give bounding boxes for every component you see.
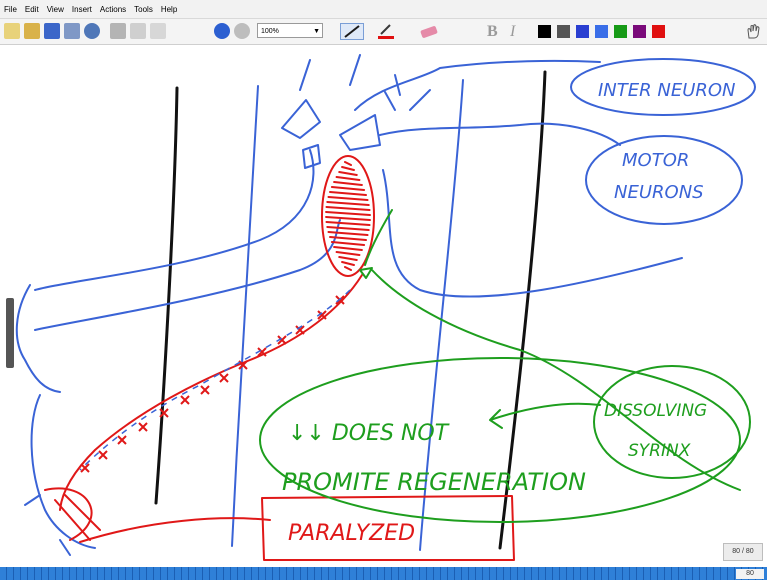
menu-file[interactable]: File	[4, 4, 17, 14]
side-panel-handle[interactable]	[6, 298, 14, 368]
copy-icon[interactable]	[130, 23, 146, 39]
eraser-icon	[420, 26, 438, 38]
open-icon[interactable]	[24, 23, 40, 39]
label-neurons: NEURONS	[614, 182, 704, 203]
color-swatch[interactable]	[538, 25, 551, 38]
italic-button[interactable]: I	[510, 23, 516, 40]
print-icon[interactable]	[64, 23, 80, 39]
x-mark	[295, 325, 305, 335]
x-mark	[317, 310, 327, 320]
color-swatch[interactable]	[652, 25, 665, 38]
scissors-icon[interactable]	[110, 23, 126, 39]
page-indicator: 80 / 80	[723, 543, 763, 561]
x-mark	[138, 422, 148, 432]
x-mark	[200, 385, 210, 395]
x-mark	[159, 408, 169, 418]
bottom-scrollbar[interactable]	[0, 567, 767, 580]
label-inter-neuron: INTER NEURON	[598, 80, 736, 101]
black-line	[154, 86, 179, 505]
x-mark	[238, 360, 248, 370]
x-mark	[180, 395, 190, 405]
menu-insert[interactable]: Insert	[71, 4, 92, 14]
color-swatch[interactable]	[576, 25, 589, 38]
bold-button[interactable]: B	[487, 23, 498, 40]
red-drawing	[44, 155, 515, 561]
pen-icon	[344, 25, 360, 38]
menu-bar: File Edit View Insert Actions Tools Help	[0, 0, 767, 19]
menu-view[interactable]: View	[46, 4, 64, 14]
menu-help[interactable]: Help	[160, 4, 178, 14]
paste-icon[interactable]	[150, 23, 166, 39]
whiteboard-canvas[interactable]: INTER NEURON MOTOR NEURONS ↓↓ DOES NOT P…	[0, 45, 767, 567]
chevron-down-icon: ▼	[313, 28, 320, 35]
zoom-select[interactable]: 100% ▼	[257, 23, 323, 38]
color-swatch[interactable]	[595, 25, 608, 38]
x-mark	[98, 450, 108, 460]
pen-color-icon	[378, 24, 394, 39]
color-swatch[interactable]	[633, 25, 646, 38]
color-swatch[interactable]	[557, 25, 570, 38]
eraser-button[interactable]	[418, 23, 446, 40]
menu-actions[interactable]: Actions	[99, 4, 127, 14]
x-mark	[80, 463, 90, 473]
x-mark	[277, 335, 287, 345]
x-mark	[117, 435, 127, 445]
label-does-not: ↓↓ DOES NOT	[288, 421, 450, 446]
menu-edit[interactable]: Edit	[24, 4, 39, 14]
color-swatch[interactable]	[614, 25, 627, 38]
label-paralyzed: PARALYZED	[288, 521, 415, 546]
pen-tool-button[interactable]	[340, 23, 364, 40]
blue-drawing	[15, 54, 756, 556]
toolbar: 100% ▼ B I	[0, 19, 767, 45]
label-syrinx: SYRINX	[628, 441, 691, 461]
zoom-level: 80	[736, 569, 764, 579]
x-mark	[257, 347, 267, 357]
save-icon[interactable]	[44, 23, 60, 39]
zoom-value: 100%	[261, 28, 279, 35]
search-icon[interactable]	[84, 23, 100, 39]
new-page-icon[interactable]	[4, 23, 20, 39]
menu-tools[interactable]: Tools	[134, 4, 153, 14]
redo-icon[interactable]	[234, 23, 250, 39]
black-line	[498, 70, 547, 550]
hand-icon	[747, 24, 760, 39]
pen-color-button[interactable]	[376, 23, 398, 40]
label-dissolving: DISSOLVING	[604, 401, 707, 421]
undo-icon[interactable]	[214, 23, 230, 39]
x-mark	[219, 373, 229, 383]
green-drawing	[259, 209, 751, 523]
label-promote-regeneration: PROMITE REGENERATION	[282, 468, 586, 496]
label-motor: MOTOR	[622, 150, 689, 171]
pan-tool-button[interactable]	[744, 23, 762, 40]
